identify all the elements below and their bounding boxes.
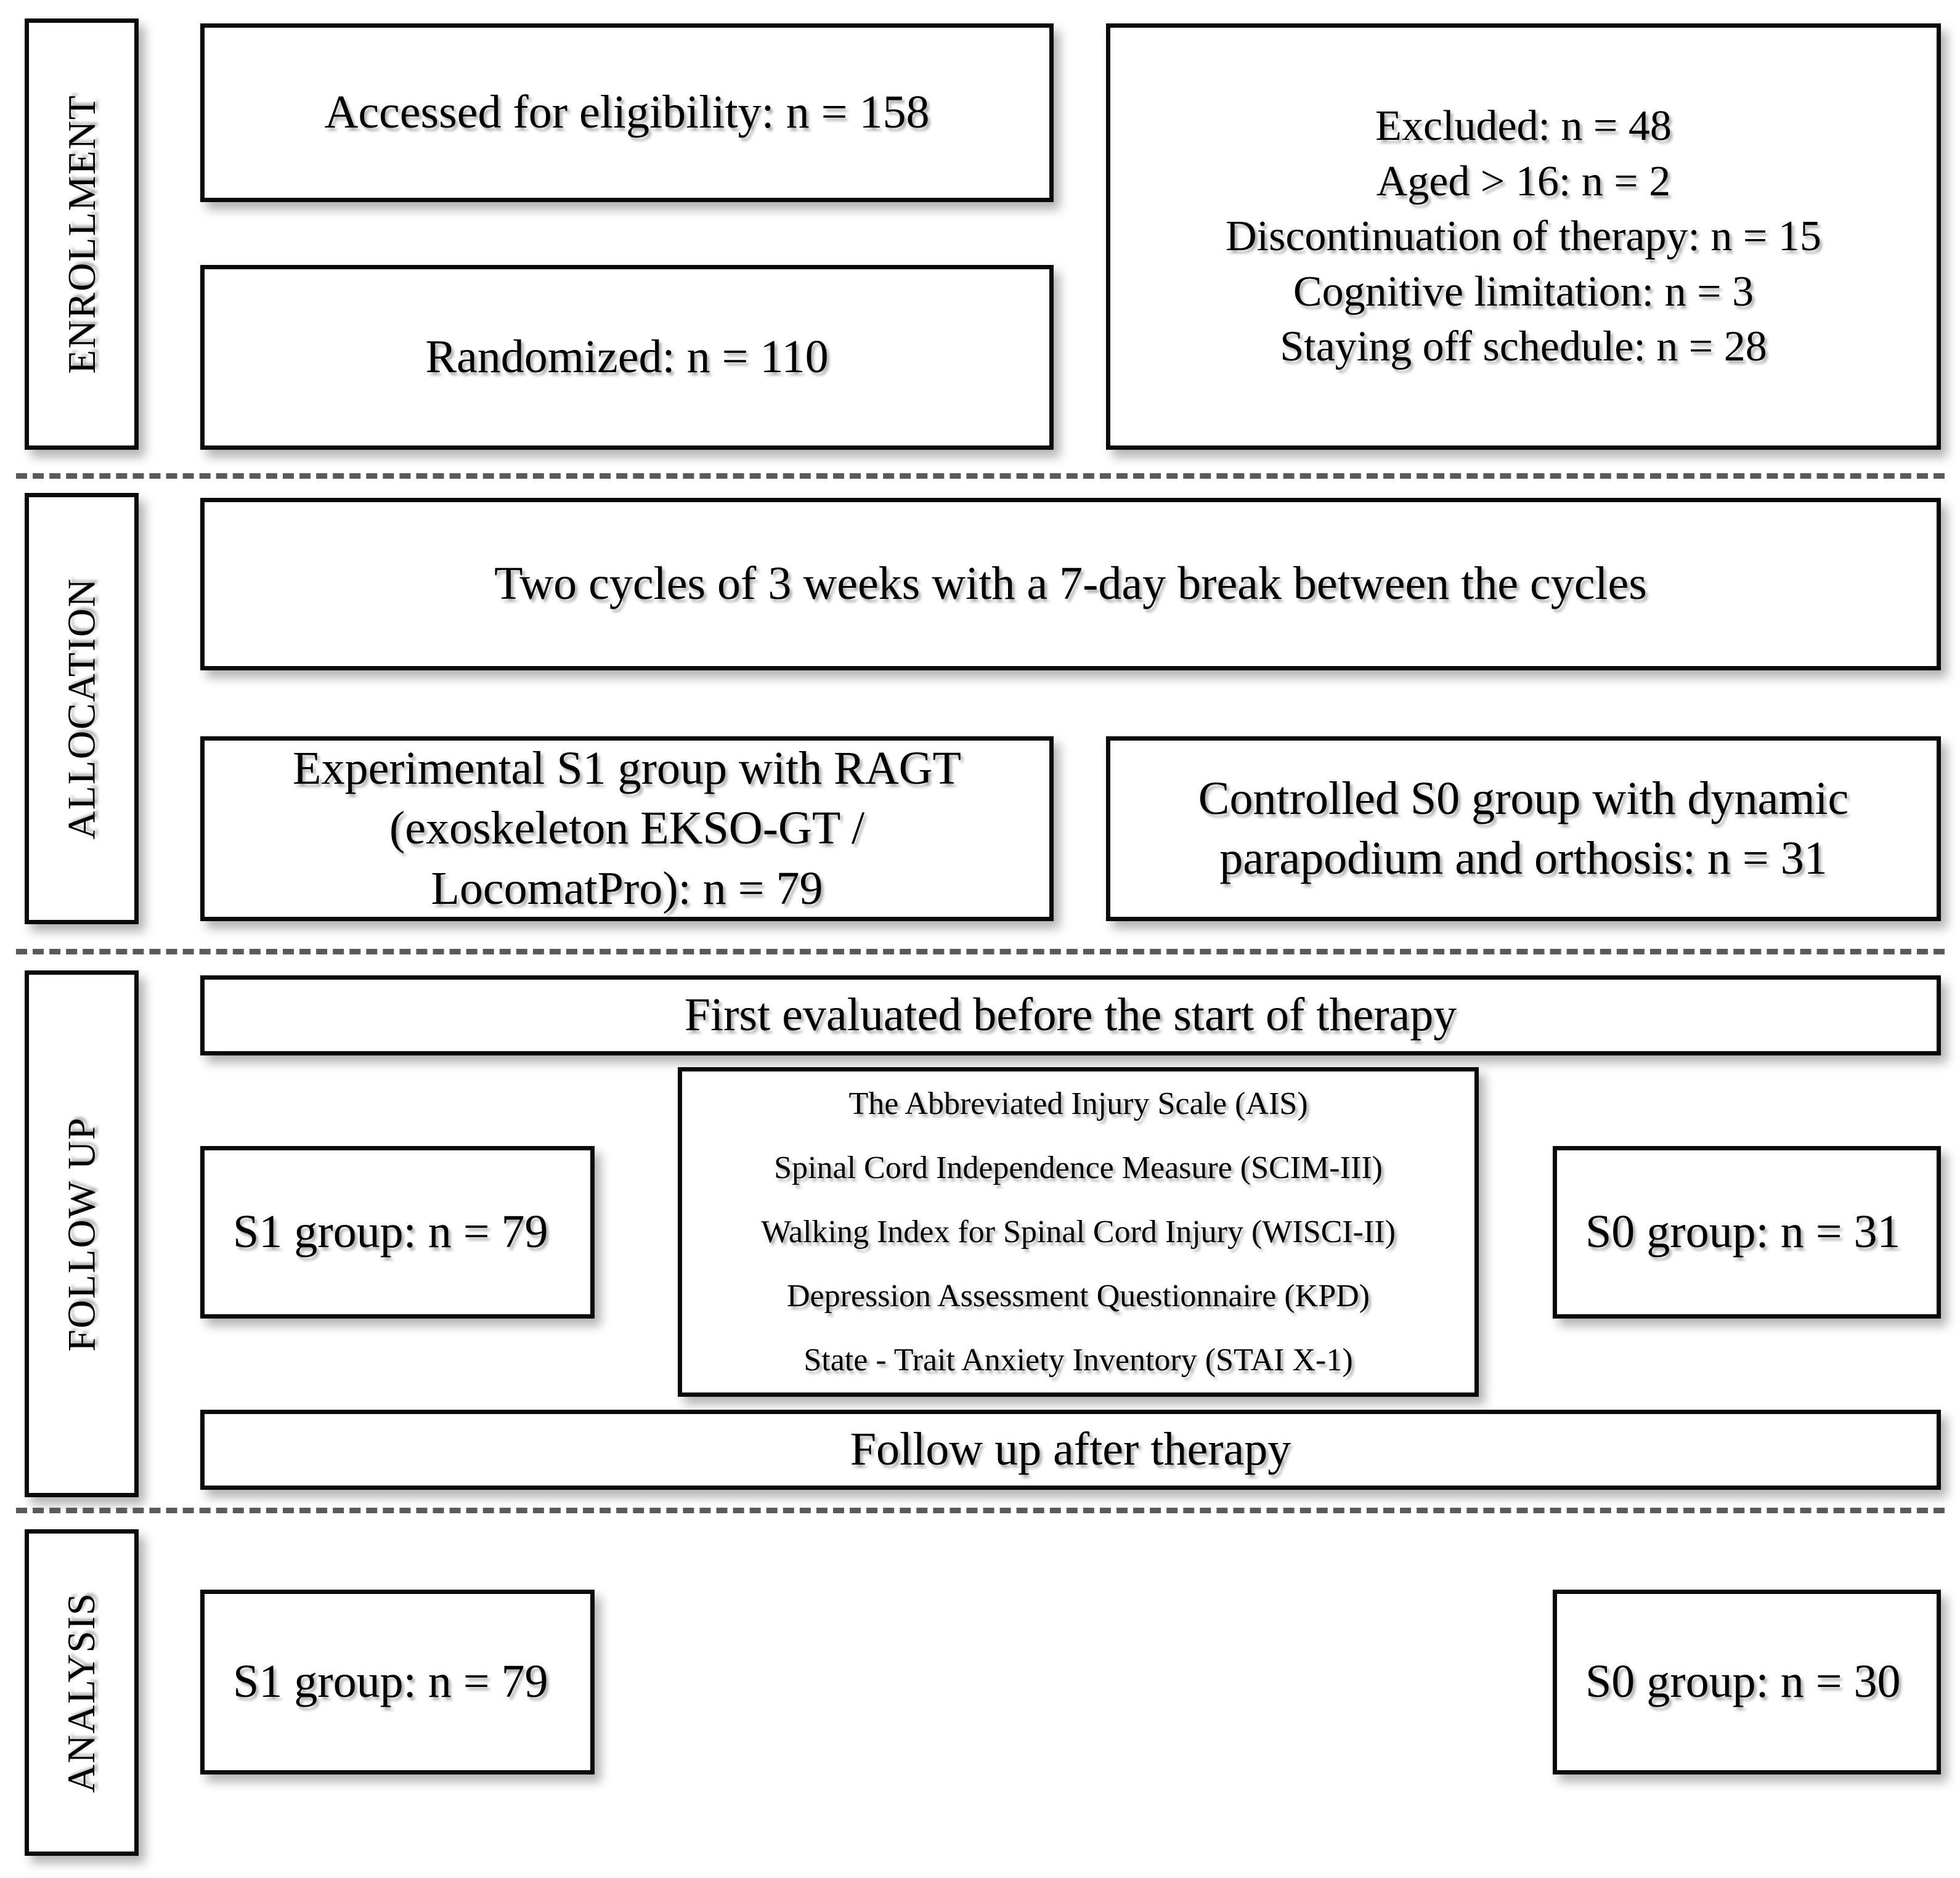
- box-followup-group-s1: S1 group: n = 79: [200, 1146, 595, 1319]
- experimental-group-text: Experimental S1 group with RAGT (exoskel…: [205, 739, 1049, 919]
- excluded-reason-aged: Aged > 16: n = 2: [1376, 157, 1671, 205]
- box-excluded: Excluded: n = 48 Aged > 16: n = 2 Discon…: [1106, 23, 1941, 450]
- follow-up-after-therapy-text: Follow up after therapy: [850, 1423, 1291, 1476]
- assessment-item-scim: Spinal Cord Independence Measure (SCIM-I…: [774, 1150, 1383, 1185]
- experimental-group-line2: (exoskeleton EKSO-GT /: [389, 802, 865, 855]
- excluded-total: Excluded: n = 48: [1375, 102, 1672, 150]
- followup-group-s1-text: S1 group: n = 79: [233, 1206, 548, 1258]
- assessment-item-stai: State - Trait Anxiety Inventory (STAI X-…: [803, 1342, 1353, 1378]
- box-therapy-protocol: Two cycles of 3 weeks with a 7-day break…: [200, 498, 1941, 670]
- box-followup-group-s0: S0 group: n = 31: [1553, 1146, 1941, 1319]
- assessment-item-ais: The Abbreviated Injury Scale (AIS): [848, 1086, 1308, 1121]
- stage-label-analysis-text: ANALYSIS: [59, 1591, 104, 1794]
- box-follow-up-after-therapy: Follow up after therapy: [200, 1410, 1941, 1490]
- divider-followup-analysis: [16, 1508, 1945, 1513]
- experimental-group-line1: Experimental S1 group with RAGT: [293, 742, 961, 795]
- stage-label-allocation: ALLOCATION: [25, 493, 139, 924]
- first-evaluation-text: First evaluated before the start of ther…: [684, 989, 1457, 1041]
- excluded-reason-discontinuation: Discontinuation of therapy: n = 15: [1226, 213, 1821, 261]
- therapy-protocol-text: Two cycles of 3 weeks with a 7-day break…: [494, 558, 1647, 610]
- control-group-line2: parapodium and orthosis: n = 31: [1219, 832, 1828, 884]
- assessment-item-kpd: Depression Assessment Questionnaire (KPD…: [787, 1278, 1370, 1314]
- divider-allocation-followup: [16, 949, 1945, 954]
- stage-label-enrollment: ENROLLMENT: [25, 18, 139, 450]
- analysis-group-s0-text: S0 group: n = 30: [1585, 1656, 1901, 1708]
- assessment-instruments-list: The Abbreviated Injury Scale (AIS) Spina…: [682, 1072, 1474, 1392]
- box-analysis-group-s0: S0 group: n = 30: [1553, 1590, 1941, 1774]
- analysis-group-s1-text: S1 group: n = 79: [233, 1656, 548, 1708]
- box-assessed-for-eligibility: Accessed for eligibility: n = 158: [200, 23, 1054, 202]
- box-assessment-instruments: The Abbreviated Injury Scale (AIS) Spina…: [678, 1067, 1479, 1397]
- stage-label-follow-up: FOLLOW UP: [25, 970, 139, 1497]
- excluded-text-block: Excluded: n = 48 Aged > 16: n = 2 Discon…: [1110, 99, 1937, 375]
- box-first-evaluation: First evaluated before the start of ther…: [200, 975, 1941, 1055]
- stage-label-enrollment-text: ENROLLMENT: [59, 94, 104, 374]
- divider-enrollment-allocation: [16, 473, 1945, 479]
- stage-label-allocation-text: ALLOCATION: [59, 577, 104, 840]
- excluded-reason-cognitive: Cognitive limitation: n = 3: [1293, 267, 1754, 315]
- box-analysis-group-s1: S1 group: n = 79: [200, 1590, 595, 1774]
- control-group-line1: Controlled S0 group with dynamic: [1198, 772, 1849, 824]
- box-randomized: Randomized: n = 110: [200, 265, 1054, 450]
- assessment-item-wisci: Walking Index for Spinal Cord Injury (WI…: [761, 1214, 1396, 1250]
- box-experimental-group: Experimental S1 group with RAGT (exoskel…: [200, 736, 1054, 921]
- followup-group-s0-text: S0 group: n = 31: [1585, 1206, 1901, 1258]
- excluded-reason-schedule: Staying off schedule: n = 28: [1280, 323, 1767, 371]
- randomized-text: Randomized: n = 110: [425, 331, 829, 383]
- stage-label-follow-up-text: FOLLOW UP: [59, 1116, 104, 1352]
- assessed-for-eligibility-text: Accessed for eligibility: n = 158: [324, 86, 930, 139]
- experimental-group-line3: LocomatPro): n = 79: [431, 862, 823, 914]
- control-group-text: Controlled S0 group with dynamic parapod…: [1110, 769, 1937, 889]
- stage-label-analysis: ANALYSIS: [25, 1529, 139, 1856]
- box-control-group: Controlled S0 group with dynamic parapod…: [1106, 736, 1941, 921]
